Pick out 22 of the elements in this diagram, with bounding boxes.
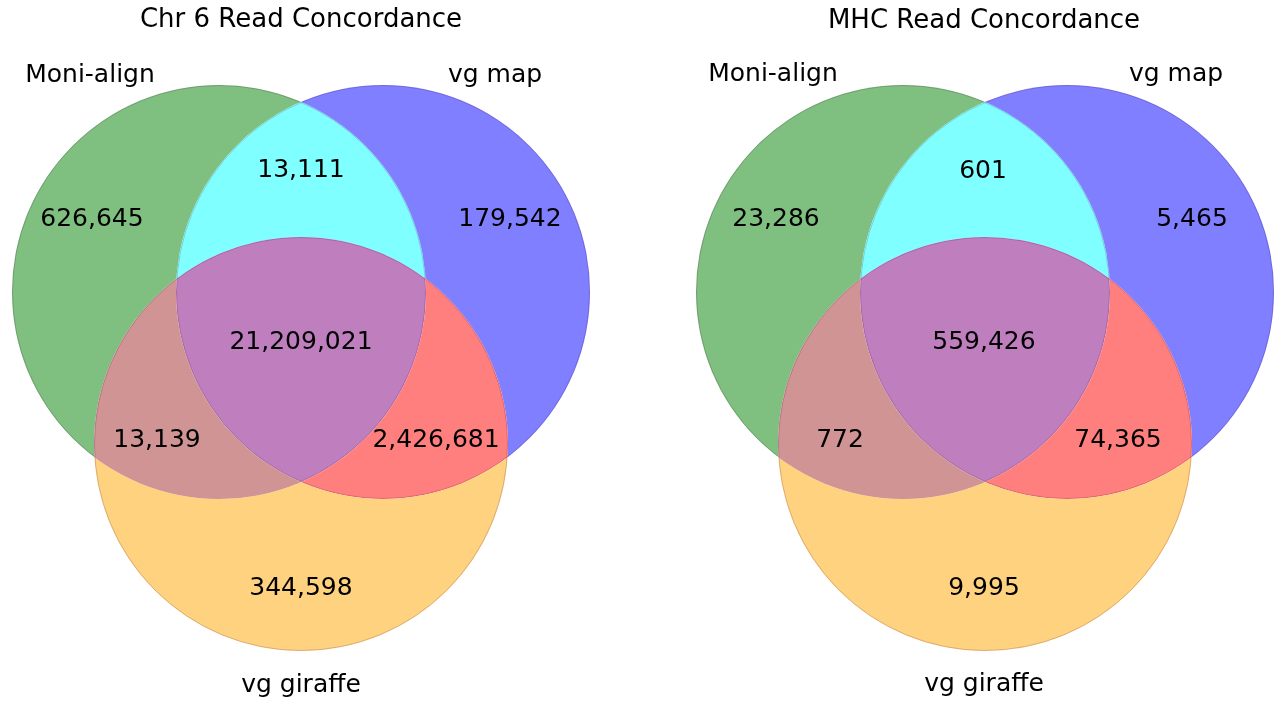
- set-label: vg map: [1128, 58, 1224, 88]
- count-label: 13,139: [113, 424, 201, 454]
- count-label: 5,465: [1156, 203, 1228, 233]
- chart-title: MHC Read Concordance: [827, 5, 1141, 35]
- count-label: 772: [816, 424, 864, 454]
- count-label: 21,209,021: [229, 326, 373, 356]
- count-label: 559,426: [932, 326, 1036, 356]
- count-label: 179,542: [458, 203, 562, 233]
- count-label: 74,365: [1074, 424, 1162, 454]
- count-label: 601: [959, 155, 1007, 185]
- set-label: vg map: [447, 59, 543, 89]
- set-label: vg giraffe: [241, 669, 361, 699]
- chart-title: Chr 6 Read Concordance: [139, 4, 463, 34]
- set-label: Moni-align: [708, 58, 838, 88]
- set-label: Moni-align: [25, 59, 155, 89]
- count-label: 23,286: [732, 203, 820, 233]
- count-label: 13,111: [257, 154, 345, 184]
- count-label: 2,426,681: [372, 424, 500, 454]
- count-label: 344,598: [249, 572, 353, 602]
- count-label: 626,645: [40, 203, 144, 233]
- count-label: 9,995: [948, 572, 1020, 602]
- set-label: vg giraffe: [924, 668, 1044, 698]
